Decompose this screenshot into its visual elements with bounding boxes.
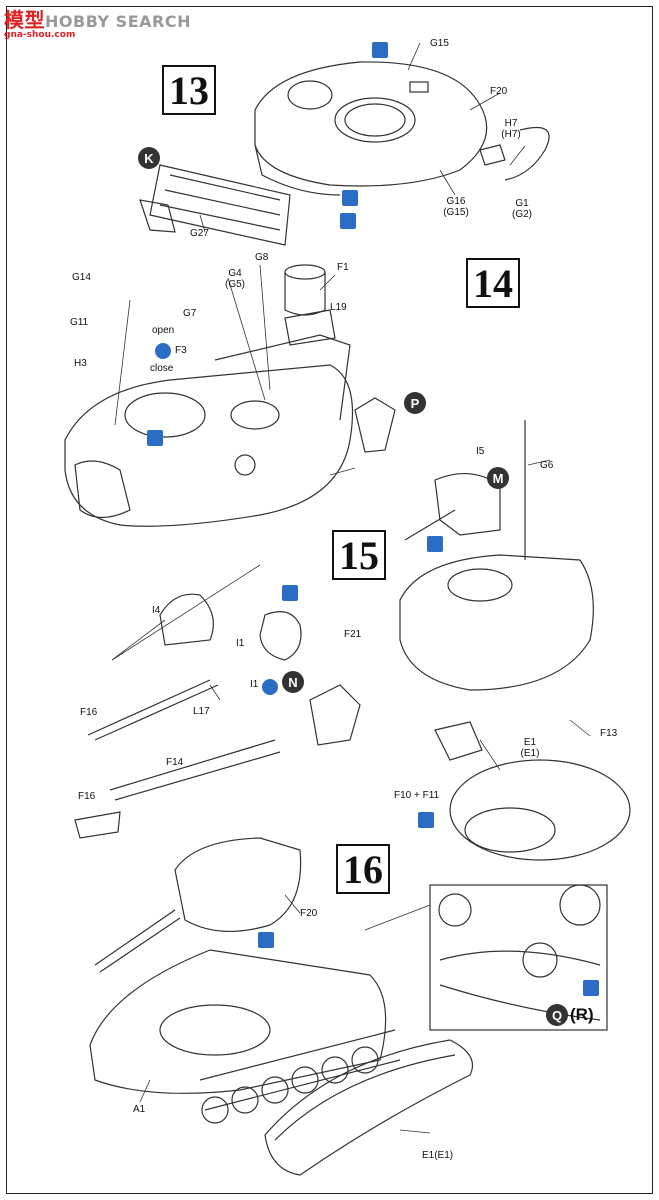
tank-hull-16	[89, 837, 474, 1176]
watermark-logo: 模型HOBBY SEARCH gna-shou.com	[4, 8, 191, 40]
label-f16-a: F16	[80, 707, 98, 718]
label-g15: G15	[430, 38, 449, 49]
leader-lines	[111, 42, 591, 1134]
label-g7: G7	[183, 308, 197, 319]
label-l19: L19	[330, 302, 347, 313]
rotate-icon	[427, 536, 443, 552]
label-g6: G6	[540, 460, 554, 471]
label-e1e1: E1(E1)	[422, 1150, 454, 1161]
label-i1-a: I1	[236, 638, 245, 649]
label-g14: G14	[72, 272, 91, 283]
cement-icon	[372, 42, 388, 58]
badge-p: P	[404, 392, 426, 414]
label-close: close	[150, 363, 174, 374]
label-h7: H7(H7)	[501, 118, 521, 140]
label-h3: H3	[74, 358, 87, 369]
basket-rack-k	[139, 164, 291, 246]
label-f13: F13	[600, 728, 618, 739]
badge-r: (R)	[570, 1005, 594, 1024]
label-g11: G11	[70, 317, 89, 328]
label-g4: G4(G5)	[225, 268, 245, 290]
turret-14	[64, 264, 396, 527]
step-13-box: 13	[162, 65, 216, 115]
label-i4: I4	[152, 605, 161, 616]
badge-q: Q	[546, 1004, 568, 1026]
rotate-icon	[155, 343, 171, 359]
label-open: open	[152, 325, 175, 336]
label-g8: G8	[255, 252, 269, 263]
label-g1: G1(G2)	[512, 198, 532, 220]
badge-n: N	[282, 671, 304, 693]
rotate-icon	[262, 679, 278, 695]
turret-15	[74, 420, 631, 861]
label-a1: A1	[133, 1104, 146, 1115]
cement-icon	[282, 585, 298, 601]
rotate-icon	[147, 430, 163, 446]
label-i1-b: I1	[250, 679, 259, 690]
step-16-box: 16	[336, 844, 390, 894]
label-f3: F3	[175, 345, 187, 356]
cement-icon	[340, 213, 356, 229]
label-e1: E1(E1)	[520, 737, 540, 759]
label-g27: G27	[190, 228, 209, 239]
label-g16: G16(G15)	[443, 196, 469, 218]
label-f20-bottom: F20	[300, 908, 318, 919]
rotate-icon	[418, 812, 434, 828]
label-f16-b: F16	[78, 791, 96, 802]
label-f20-top: F20	[490, 86, 508, 97]
label-f10-f11: F10 + F11	[394, 790, 440, 801]
label-l17: L17	[193, 706, 210, 717]
page-frame	[6, 6, 653, 1194]
label-f21: F21	[344, 629, 362, 640]
step-15-box: 15	[332, 530, 386, 580]
step-14-box: 14	[466, 258, 520, 308]
turret-top-13	[254, 61, 550, 196]
rotate-icon	[258, 932, 274, 948]
badge-k: K	[138, 147, 160, 169]
badge-m: M	[487, 467, 509, 489]
cement-icon	[342, 190, 358, 206]
paint-icon	[583, 980, 599, 996]
label-f14: F14	[166, 757, 184, 768]
detail-inset	[429, 884, 608, 1031]
label-i5: I5	[476, 446, 485, 457]
label-f1: F1	[337, 262, 349, 273]
